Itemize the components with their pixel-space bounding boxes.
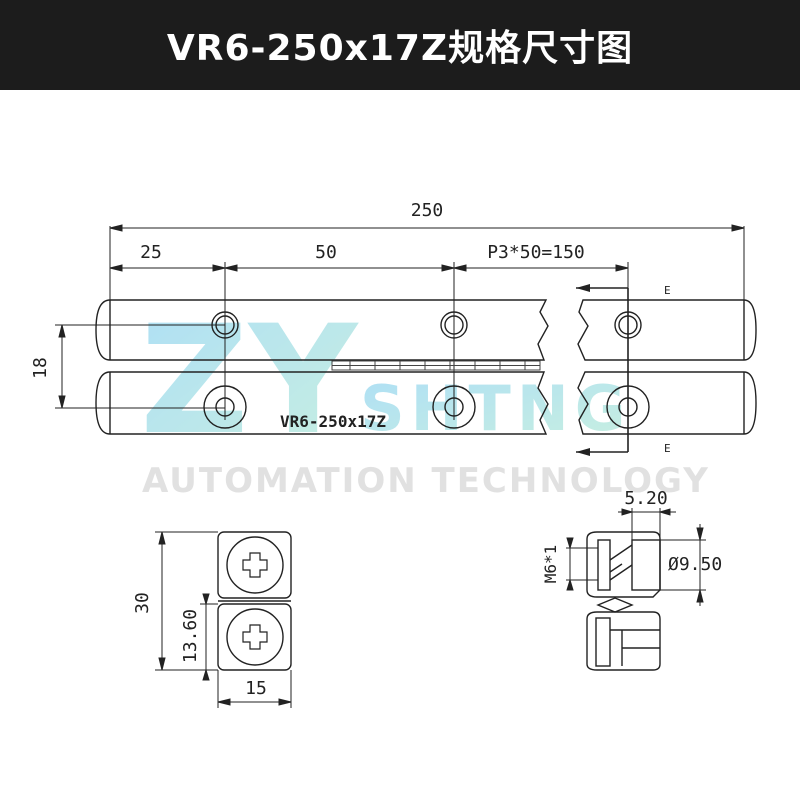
end-view xyxy=(217,531,292,671)
dim-label-13-60: 13.60 xyxy=(180,609,201,663)
watermark-tagline: AUTOMATION TECHNOLOGY xyxy=(142,461,710,501)
dim-label-5-20: 5.20 xyxy=(624,488,667,509)
lower-rail-hole xyxy=(203,385,247,429)
dim-label-9-50: Ø9.50 xyxy=(668,554,722,575)
dim-label-25: 25 xyxy=(140,242,162,263)
upper-rail xyxy=(95,299,757,361)
rail-marking: VR6-250x17Z xyxy=(280,412,386,431)
dim-label-m6: M6*1 xyxy=(541,545,560,584)
page-title: VR6-250x17Z规格尺寸图 xyxy=(166,28,634,69)
section-mark-bottom: E xyxy=(664,442,671,455)
upper-rail-hole xyxy=(211,311,239,339)
dim-overall-length xyxy=(109,224,745,300)
title-bar: VR6-250x17Z规格尺寸图 xyxy=(0,0,800,90)
screw-head-top xyxy=(226,536,284,594)
watermark: ZY SHTNG AUTOMATION TECHNOLOGY xyxy=(140,294,710,501)
dim-label-18: 18 xyxy=(30,357,51,379)
section-view xyxy=(586,531,661,671)
dim-assembly-height xyxy=(155,531,218,681)
dim-label-30: 30 xyxy=(132,592,153,614)
watermark-brand: SHTNG xyxy=(360,372,632,445)
upper-rail-hole xyxy=(440,311,468,339)
dim-label-15: 15 xyxy=(245,678,267,699)
lower-rail xyxy=(95,371,757,435)
dim-segments xyxy=(109,262,629,420)
section-cut-line xyxy=(576,284,629,456)
lower-rail-hole xyxy=(432,385,476,429)
watermark-letters: ZY xyxy=(140,294,360,468)
dim-rail-width xyxy=(217,670,292,708)
dim-counterbore xyxy=(566,508,706,606)
dim-rail-height xyxy=(55,324,225,409)
screw-head-bottom xyxy=(226,608,284,666)
dim-label-250: 250 xyxy=(411,200,444,221)
dim-label-pitch: P3*50=150 xyxy=(487,242,585,263)
technical-drawing: ZY SHTNG AUTOMATION TECHNOLOGY 250 25 50… xyxy=(30,200,757,708)
dim-label-50: 50 xyxy=(315,242,337,263)
section-mark-top: E xyxy=(664,284,671,297)
roller-cage xyxy=(331,360,541,371)
